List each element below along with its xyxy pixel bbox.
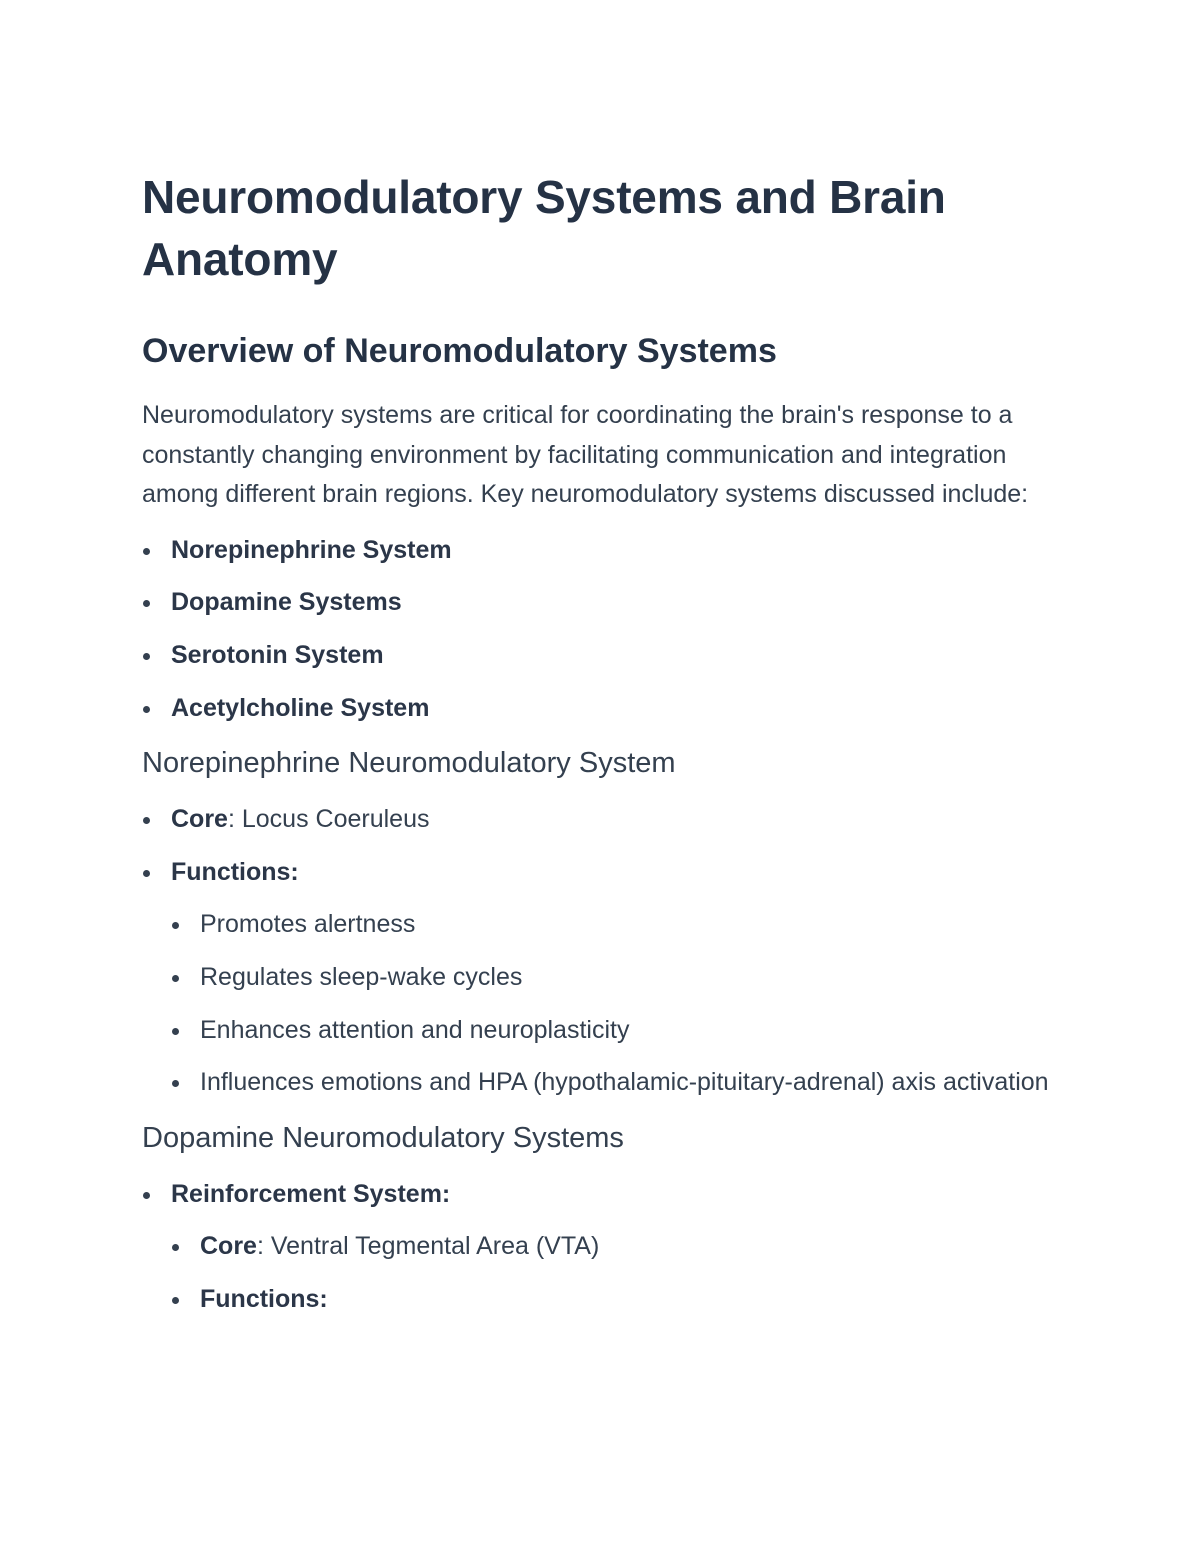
core-value: : Locus Coeruleus <box>227 805 430 834</box>
norepinephrine-heading: Norepinephrine Neuromodulatory System <box>142 747 676 780</box>
systems-list: Norepinephrine System Dopamine Systems S… <box>142 531 1072 728</box>
list-item: Reinforcement System: Core: Ventral Tegm… <box>142 1175 1072 1320</box>
list-item: Norepinephrine System <box>142 531 1072 571</box>
core-label: Core <box>200 1232 257 1261</box>
list-item: Dopamine Systems <box>142 583 1072 623</box>
list-item: Enhances attention and neuroplasticity <box>171 1011 1072 1051</box>
overview-paragraph: Neuromodulatory systems are critical for… <box>142 401 1029 509</box>
list-item: Regulates sleep-wake cycles <box>171 958 1072 998</box>
document-content: Neuromodulatory Systems and Brain Anatom… <box>142 166 1072 1320</box>
list-item: Core: Ventral Tegmental Area (VTA) <box>171 1227 1072 1267</box>
system-name: Acetylcholine System <box>171 693 430 722</box>
list-item: Acetylcholine System <box>142 689 1072 729</box>
norepinephrine-list: Core: Locus Coeruleus Functions: Promote… <box>142 800 1072 1103</box>
reinforcement-label: Reinforcement System: <box>171 1179 451 1208</box>
dopamine-list: Reinforcement System: Core: Ventral Tegm… <box>142 1175 1072 1320</box>
list-item: Functions: <box>171 1280 1072 1320</box>
system-name: Norepinephrine System <box>171 535 452 564</box>
dopamine-heading: Dopamine Neuromodulatory Systems <box>142 1121 624 1154</box>
list-item: Influences emotions and HPA (hypothalami… <box>171 1063 1072 1103</box>
system-name: Dopamine Systems <box>171 588 402 617</box>
overview-heading: Overview of Neuromodulatory Systems <box>142 332 777 370</box>
list-item: Serotonin System <box>142 636 1072 676</box>
page-title: Neuromodulatory Systems and Brain Anatom… <box>142 171 946 285</box>
reinforcement-sublist: Core: Ventral Tegmental Area (VTA) Funct… <box>171 1227 1072 1319</box>
list-item: Promotes alertness <box>171 905 1072 945</box>
list-item: Functions: Promotes alertness Regulates … <box>142 853 1072 1103</box>
functions-label: Functions: <box>200 1284 328 1313</box>
system-name: Serotonin System <box>171 640 384 669</box>
list-item: Core: Locus Coeruleus <box>142 800 1072 840</box>
functions-label: Functions: <box>171 857 299 886</box>
core-value: : Ventral Tegmental Area (VTA) <box>256 1232 600 1261</box>
core-label: Core <box>171 805 228 834</box>
functions-list: Promotes alertness Regulates sleep-wake … <box>171 905 1072 1102</box>
